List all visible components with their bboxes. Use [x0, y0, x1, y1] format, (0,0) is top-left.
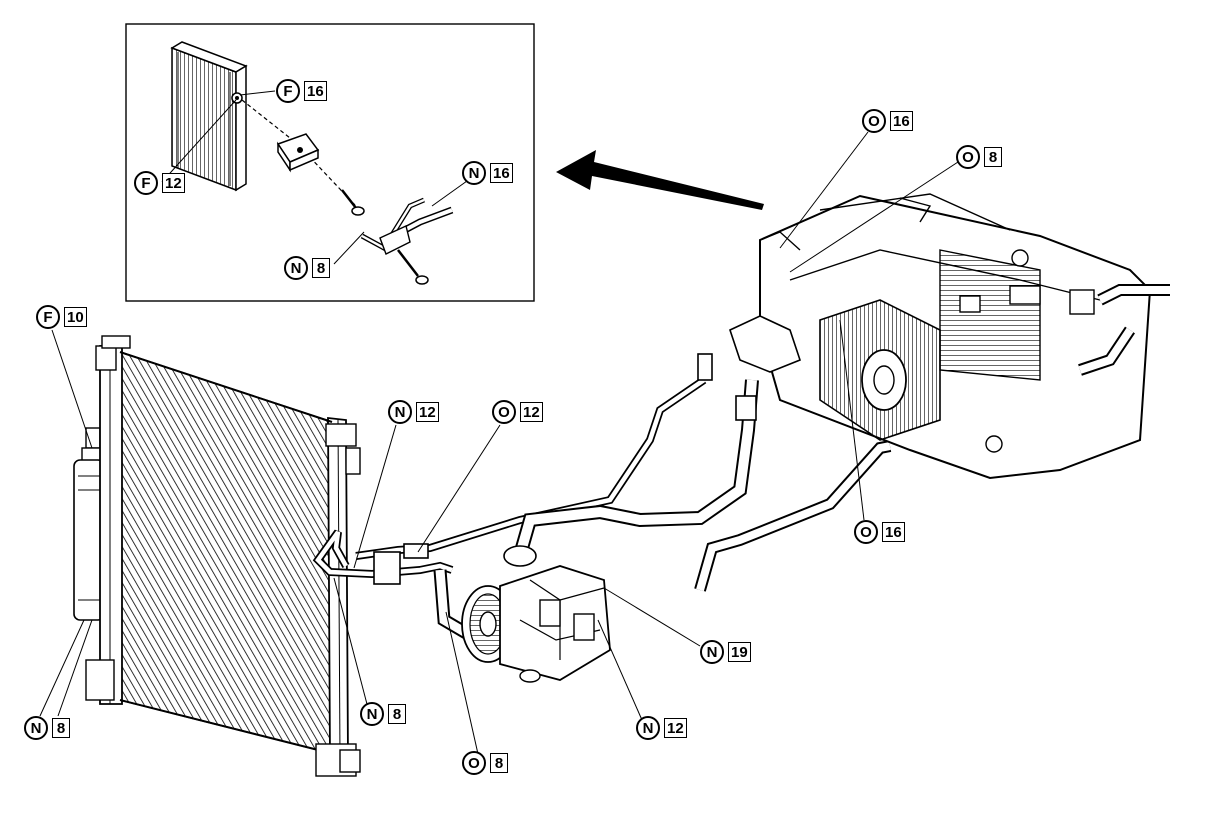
callout-compressor-bolt: N 12	[636, 716, 687, 740]
callout-condenser-inlet: N 12	[388, 400, 439, 424]
fastener-code-circle: O	[956, 145, 980, 169]
torque-value-box: 8	[52, 718, 70, 738]
compressor	[461, 545, 611, 683]
condenser	[85, 335, 361, 777]
torque-value-box: 16	[304, 81, 327, 101]
torque-value-box: 12	[162, 173, 185, 193]
fastener-code-circle: N	[388, 400, 412, 424]
torque-value-box: 16	[490, 163, 513, 183]
leader-lines	[39, 131, 959, 755]
callout-inset-bottom: N 8	[284, 256, 330, 280]
fastener-code-circle: N	[462, 161, 486, 185]
torque-value-box: 12	[664, 718, 687, 738]
torque-value-box: 12	[520, 402, 543, 422]
fastener-code-circle: N	[24, 716, 48, 740]
torque-value-box: 12	[416, 402, 439, 422]
callout-liquid-pipe: O 12	[492, 400, 543, 424]
fastener-code-circle: O	[492, 400, 516, 424]
torque-value-box: 16	[882, 522, 905, 542]
callout-liquid-tank-bottom: N 8	[24, 716, 70, 740]
expansion-valve	[276, 133, 320, 173]
torque-value-box: 8	[312, 258, 330, 278]
detail-inset	[125, 23, 535, 302]
callout-inset-top: F 16	[276, 79, 327, 103]
arrow-to-inset	[556, 150, 764, 210]
evaporator-core	[170, 41, 248, 192]
fastener-code-circle: N	[700, 640, 724, 664]
fastener-code-circle: F	[276, 79, 300, 103]
callout-inset-right: N 16	[462, 161, 513, 185]
callout-inset-left: F 12	[134, 171, 185, 195]
fastener-code-circle: F	[36, 305, 60, 329]
fastener-code-circle: O	[862, 109, 886, 133]
torque-value-box: 10	[64, 307, 87, 327]
torque-value-box: 8	[490, 753, 508, 773]
fastener-code-circle: N	[284, 256, 308, 280]
callout-unit-upper: O 8	[956, 145, 1002, 169]
callout-unit-lower: O 16	[854, 520, 905, 544]
callout-liquid-tank: F 10	[36, 305, 87, 329]
fastener-code-circle: F	[134, 171, 158, 195]
callout-discharge-hose: O 8	[462, 751, 508, 775]
torque-value-box: 16	[890, 111, 913, 131]
fastener-code-circle: O	[462, 751, 486, 775]
torque-value-box: 8	[984, 147, 1002, 167]
callout-compressor-suction: N 19	[700, 640, 751, 664]
torque-value-box: 8	[388, 704, 406, 724]
heater-cooling-unit	[729, 193, 1170, 480]
torque-value-box: 19	[728, 642, 751, 662]
fastener-code-circle: O	[854, 520, 878, 544]
fastener-code-circle: N	[360, 702, 384, 726]
callout-condenser-outlet: N 8	[360, 702, 406, 726]
fastener-code-circle: N	[636, 716, 660, 740]
callout-unit-top: O 16	[862, 109, 913, 133]
